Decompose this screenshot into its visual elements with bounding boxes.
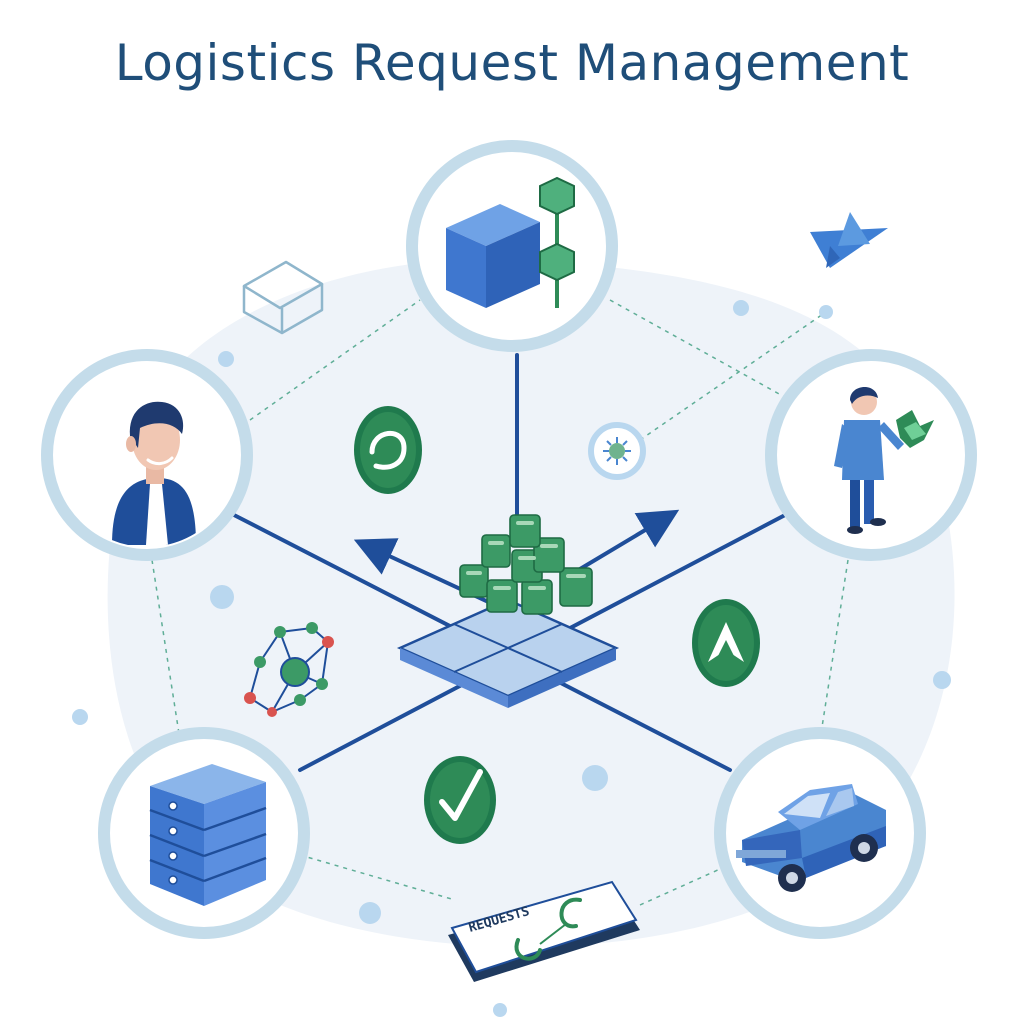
decorative-dots [72, 300, 951, 1017]
payment-person-node [765, 349, 977, 561]
network-graph-icon [244, 622, 334, 717]
delivery-truck-node [714, 727, 926, 939]
checkmark-badge-icon [424, 756, 496, 844]
man-holding-money-icon [834, 386, 934, 534]
parcel-stack-icon [459, 514, 593, 615]
man-avatar-icon [112, 401, 196, 545]
inventory-box-node [406, 140, 618, 352]
cube-with-green-chain-icon [446, 176, 575, 308]
paper-plane-icon [810, 212, 888, 268]
gear-badge-icon [588, 422, 646, 480]
dashed-connectors [151, 299, 849, 906]
navigation-badge-icon [692, 599, 760, 687]
page-title: Logistics Request Management [114, 34, 910, 92]
refresh-badge-icon [354, 406, 422, 494]
customer-person-node [41, 349, 253, 561]
central-platform [396, 598, 620, 708]
server-rack-icon [149, 764, 267, 906]
pickup-truck-icon [736, 784, 886, 892]
server-storage-node [98, 727, 310, 939]
wireframe-cube-icon [242, 260, 324, 335]
request-card: REQUESTS [448, 880, 640, 982]
